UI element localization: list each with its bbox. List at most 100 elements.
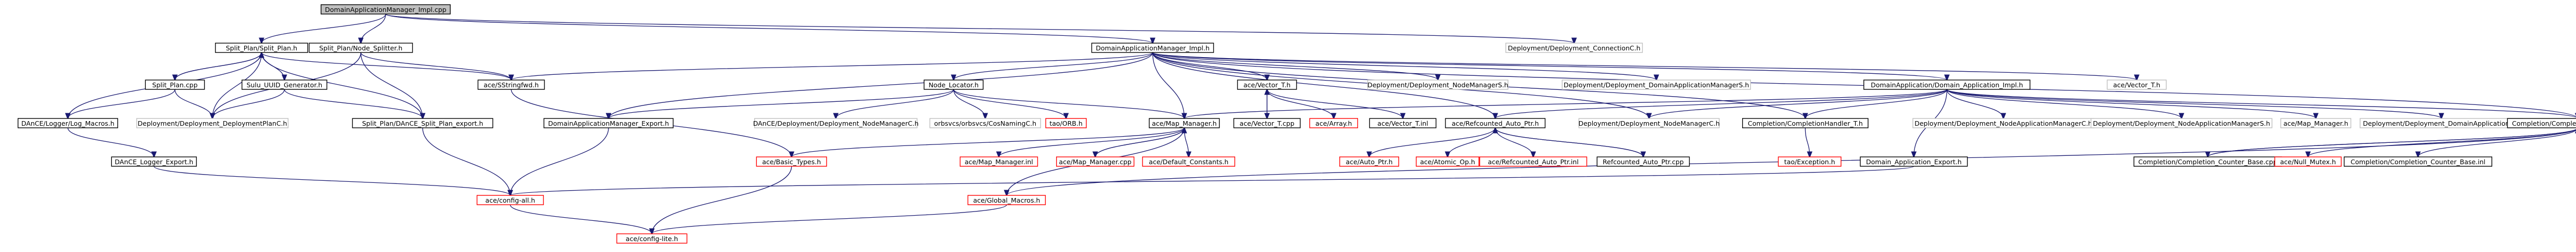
node-ace-vector-t[interactable]: ace/Vector_T.h xyxy=(1237,79,1297,90)
node-split-plan-cpp[interactable]: Split_Plan.cpp xyxy=(145,79,205,90)
edge-completion-counter-base-cpp-to-completion-counter-base xyxy=(2207,128,2576,157)
edge-ace-basic-types-to-ace-config-lite xyxy=(652,166,792,234)
node-split-plan-node-h[interactable]: Split_Plan/Node_Splitter.h xyxy=(309,43,413,53)
edge-sulu-gen-h-to-deploy-planc xyxy=(212,89,285,118)
node-ace-map-manager[interactable]: ace/Map_Manager.h xyxy=(1149,118,1220,128)
node-ace-array[interactable]: ace/Array.h xyxy=(1309,118,1359,128)
node-box xyxy=(967,195,1046,205)
node-log-macros[interactable]: DAnCE/Logger/Log_Macros.h xyxy=(17,118,118,128)
node-da-export[interactable]: Domain_Application_Export.h xyxy=(1860,156,1968,167)
edge-ace-global-macros-to-ace-config-lite xyxy=(652,204,1007,234)
node-label: ace/Map_Manager.cpp xyxy=(1059,158,1131,166)
node-label: Sulu_UUID_Generator.h xyxy=(247,81,323,89)
node-sulu-gen-h[interactable]: Sulu_UUID_Generator.h xyxy=(242,79,327,90)
node-root[interactable]: DomainApplicationManager_Impl.cpp xyxy=(321,4,451,15)
node-box xyxy=(1578,118,1720,128)
node-label: ace/Atomic_Op.h xyxy=(1420,158,1475,166)
edge-da-impl-h-to-ace-refcounted-h xyxy=(1495,89,1948,118)
node-da-impl-h[interactable]: DomainApplication/Domain_Application_Imp… xyxy=(1863,79,2031,90)
node-label: DomainApplicationManager_Impl.cpp xyxy=(325,6,446,14)
node-dance-logger-export[interactable]: DAnCE_Logger_Export.h xyxy=(111,156,197,167)
node-box xyxy=(2343,156,2493,167)
edge-split-plan-h-to-split-plan-export xyxy=(261,52,422,118)
node-dam-impl-h[interactable]: DomainApplicationManager_Impl.h xyxy=(1091,43,1214,53)
node-ace-default-constants[interactable]: ace/Default_Constants.h xyxy=(1142,156,1236,167)
edge-da-impl-h-to-ace-map-manager xyxy=(1184,89,1948,118)
edge-da-impl-h-to-ace-map-manager-ext xyxy=(1946,89,2316,118)
node-completion-counter-base-inl[interactable]: Completion/Completion_Counter_Base.inl xyxy=(2343,156,2493,167)
node-ace-sstringfwd[interactable]: ace/SStringfwd.h xyxy=(477,79,545,90)
node-ace-refcounted-inl[interactable]: ace/Refcounted_Auto_Ptr.inl xyxy=(1479,156,1588,167)
node-node-locator-h[interactable]: Node_Locator.h xyxy=(923,79,984,90)
edge-dam-impl-h-to-deploy-nodemgrs-top xyxy=(1152,52,1438,80)
node-ace-map-manager-inl[interactable]: ace/Map_Manager.inl xyxy=(959,156,1038,167)
node-ace-vector-t-cpp[interactable]: ace/Vector_T.cpp xyxy=(1233,118,1301,128)
node-label: ace/Map_Manager.h xyxy=(1152,120,1217,127)
node-box xyxy=(1309,118,1359,128)
edge-dam-impl-h-to-dam-export xyxy=(608,52,1153,118)
node-ace-config-lite[interactable]: ace/config-lite.h xyxy=(616,233,688,244)
node-deploy-dams-top: Deployment/Deployment_DomainApplicationM… xyxy=(1562,79,1751,90)
edge-da-impl-h-to-deploy-domapps xyxy=(1946,89,2441,118)
node-ace-vector-t-inl[interactable]: ace/Vector_T.inl xyxy=(1369,118,1437,128)
node-dance-nodemgrc: DAnCE/Deployment/Deployment_NodeManagerC… xyxy=(753,118,919,128)
node-box xyxy=(959,156,1038,167)
node-dam-export[interactable]: DomainApplicationManager_Export.h xyxy=(543,118,674,128)
node-box xyxy=(1742,118,1869,128)
node-ace-null-mutex[interactable]: ace/Null_Mutex.h xyxy=(2274,156,2342,167)
edge-dam-impl-h-to-ace-sstringfwd xyxy=(511,52,1153,80)
node-ace-config-all[interactable]: ace/config-all.h xyxy=(476,195,544,205)
edge-dam-impl-h-to-ace-refcounted-h xyxy=(1152,52,1495,118)
edge-sulu-gen-h-to-split-plan-export xyxy=(284,89,423,118)
node-box xyxy=(616,233,688,244)
node-label: ace/Map_Manager.h xyxy=(2283,120,2349,127)
node-box xyxy=(242,79,327,90)
node-box xyxy=(2274,156,2342,167)
node-box xyxy=(17,118,118,128)
node-tao-orb[interactable]: tao/ORB.h xyxy=(1045,118,1087,128)
node-ace-refcounted-h[interactable]: ace/Refcounted_Auto_Ptr.h xyxy=(1445,118,1546,128)
node-deploy-domapps: Deployment/Deployment_DomainApplicationS… xyxy=(2359,118,2523,128)
node-ace-map-manager-cpp[interactable]: ace/Map_Manager.cpp xyxy=(1056,156,1135,167)
edge-node-locator-h-to-tao-orb xyxy=(953,89,1066,118)
node-ace-refcounted-cpp[interactable]: Refcounted_Auto_Ptr.cpp xyxy=(1596,156,1690,167)
node-deploy-connc: Deployment/Deployment_ConnectionC.h xyxy=(1505,43,1643,53)
node-label: DomainApplicationManager_Export.h xyxy=(548,120,669,127)
node-label: ace/config-lite.h xyxy=(626,235,678,243)
node-box xyxy=(2280,118,2352,128)
node-completion-counter-base-cpp[interactable]: Completion/Completion_Counter_Base.cpp xyxy=(2133,156,2282,167)
node-label: ace/Basic_Types.h xyxy=(762,158,821,166)
node-label: Domain_Application_Export.h xyxy=(1866,158,1962,166)
node-label: ace/Vector_T.cpp xyxy=(1239,120,1294,127)
node-box xyxy=(309,43,413,53)
edge-ace-config-all-to-ace-config-lite xyxy=(510,204,652,234)
node-completion-handler[interactable]: Completion/CompletionHandler_T.h xyxy=(1742,118,1869,128)
node-label: DAnCE/Deployment/Deployment_NodeManagerC… xyxy=(753,120,919,127)
node-box xyxy=(1778,156,1842,167)
node-box xyxy=(215,43,308,53)
node-deploy-nodemgrc-mid: Deployment/Deployment_NodeManagerC.h xyxy=(1578,118,1720,128)
node-ace-global-macros[interactable]: ace/Global_Macros.h xyxy=(967,195,1046,205)
node-ace-auto-ptr[interactable]: ace/Auto_Ptr.h xyxy=(1339,156,1399,167)
nodes-layer: DomainApplicationManager_Impl.cppSplit_P… xyxy=(17,4,2576,244)
node-box xyxy=(1863,79,2031,90)
node-box xyxy=(1091,43,1214,53)
edge-da-impl-h-to-deploy-nodeappmgrc xyxy=(1946,89,2003,118)
node-label: ace/SStringfwd.h xyxy=(484,81,539,89)
node-split-plan-h[interactable]: Split_Plan/Split_Plan.h xyxy=(215,43,308,53)
node-label: ace/Array.h xyxy=(1315,120,1352,127)
node-split-plan-export[interactable]: Split_Plan/DAnCE_Split_Plan_export.h xyxy=(352,118,493,128)
node-box xyxy=(2507,118,2576,128)
node-label: ace/Vector_T.inl xyxy=(1377,120,1428,127)
edge-completion-handler-to-tao-exception xyxy=(1805,127,1809,157)
node-label: Split_Plan/DAnCE_Split_Plan_export.h xyxy=(362,120,484,127)
edge-node-locator-h-to-ace-map-manager xyxy=(953,89,1184,118)
edge-node-locator-h-to-dance-nodemgrc xyxy=(836,89,954,118)
node-completion-counter-base[interactable]: Completion/Completion_Counter_Base.h xyxy=(2507,118,2576,128)
edge-da-impl-h-to-completion-counter-base xyxy=(1946,89,2576,118)
node-ace-atomic-op[interactable]: ace/Atomic_Op.h xyxy=(1416,156,1480,167)
node-ace-basic-types[interactable]: ace/Basic_Types.h xyxy=(756,156,827,167)
node-label: Deployment/Deployment_DeploymentPlanC.h xyxy=(138,120,287,127)
edge-ace-map-manager-to-ace-default-constants xyxy=(1184,127,1188,157)
node-tao-exception[interactable]: tao/Exception.h xyxy=(1778,156,1842,167)
